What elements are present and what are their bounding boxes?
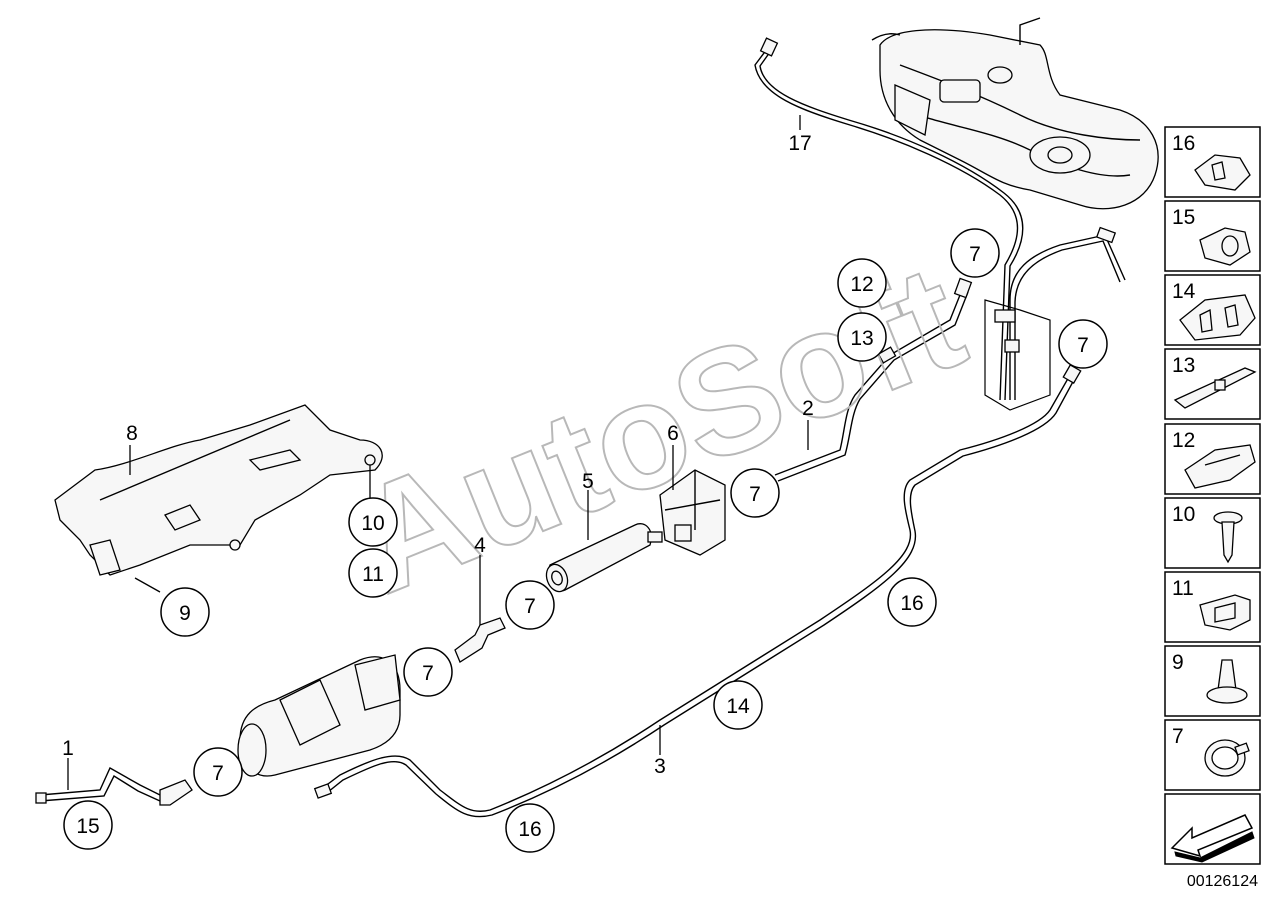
callout-4: 4 (474, 534, 486, 557)
underbody-shield-8 (54, 404, 383, 576)
callout-7-c: 7 (730, 468, 780, 518)
callout-1-label: 1 (62, 737, 74, 760)
legend-item-10-label: 10 (1172, 503, 1195, 526)
callout-7-e-label: 7 (422, 662, 434, 685)
callout-10: 10 (348, 497, 398, 547)
legend-item-9-label: 9 (1172, 651, 1184, 674)
callout-14: 14 (713, 680, 763, 730)
callout-5-label: 5 (582, 470, 594, 493)
view-arrow-icon (1170, 814, 1254, 858)
fuel-line-17 (754, 37, 1024, 401)
callout-3: 3 (654, 755, 666, 778)
callout-7-b: 7 (1058, 319, 1108, 369)
fuel-line-2 (774, 277, 973, 482)
legend-item-10[interactable]: 10 (1164, 497, 1261, 569)
callout-15-label: 15 (76, 815, 99, 838)
callout-3-label: 3 (654, 755, 666, 778)
callout-9: 9 (160, 587, 210, 637)
callout-16-b-label: 16 (518, 818, 541, 841)
legend-item-15-label: 15 (1172, 206, 1195, 229)
callout-16-a-label: 16 (900, 592, 923, 615)
callout-10-label: 10 (361, 512, 384, 535)
fuel-tank-illustration (871, 17, 1159, 210)
screw-shank-icon (1221, 521, 1235, 564)
callout-9-label: 9 (179, 602, 191, 625)
callout-7-d-label: 7 (524, 595, 536, 618)
legend-item-7-label: 7 (1172, 725, 1184, 748)
callout-7-a: 7 (950, 228, 1000, 278)
callout-13-label: 13 (850, 327, 873, 350)
parts-legend-sidebar: 16 15 14 13 12 (1164, 126, 1261, 865)
fuel-line-return-upper (1009, 226, 1126, 400)
callouts: 17 12 13 7 7 2 6 7 5 (62, 132, 1108, 853)
callout-11-label: 11 (362, 563, 384, 586)
legend-item-12-label: 12 (1172, 429, 1195, 452)
legend-item-12[interactable]: 12 (1164, 423, 1261, 495)
callout-7-f: 7 (193, 747, 243, 797)
clip-hole-icon (1221, 235, 1239, 257)
legend-item-13[interactable]: 13 (1164, 348, 1261, 420)
callout-16-b: 16 (505, 803, 555, 853)
callout-8-label: 8 (126, 422, 138, 445)
callout-4-label: 4 (474, 534, 486, 557)
callout-13: 13 (837, 312, 887, 362)
legend-item-13-label: 13 (1172, 354, 1195, 377)
leader-lines (67, 115, 809, 790)
hose-4 (454, 617, 506, 663)
clip-triple-icon (1179, 294, 1256, 341)
callout-14-label: 14 (726, 695, 750, 718)
fuel-pump-bracket-6 (659, 469, 726, 556)
mount-base-icon (1206, 686, 1248, 704)
legend-item-11-label: 11 (1172, 577, 1194, 600)
clip-double-icon (1194, 154, 1251, 191)
callout-6: 6 (667, 422, 679, 445)
callout-2-label: 2 (802, 397, 814, 420)
callout-7-d: 7 (505, 580, 555, 630)
callout-7-b-label: 7 (1077, 334, 1089, 357)
callout-17: 17 (788, 132, 811, 155)
legend-item-view-arrow[interactable] (1164, 793, 1261, 865)
callout-1: 1 (62, 737, 74, 760)
callout-5: 5 (582, 470, 594, 493)
fuel-line-3 (313, 364, 1082, 818)
hose-1 (35, 767, 193, 806)
legend-item-14[interactable]: 14 (1164, 274, 1261, 346)
clip-nut-icon (1199, 594, 1251, 631)
callout-12-label: 12 (850, 273, 873, 296)
legend-item-14-label: 14 (1172, 280, 1196, 303)
callout-6-label: 6 (667, 422, 679, 445)
legend-item-9[interactable]: 9 (1164, 645, 1261, 717)
callout-7-f-label: 7 (212, 762, 224, 785)
callout-7-e: 7 (403, 647, 453, 697)
legend-item-16-label: 16 (1172, 132, 1195, 155)
clip-holder-icon (1184, 444, 1256, 489)
callout-8: 8 (126, 422, 138, 445)
callout-15: 15 (63, 800, 113, 850)
legend-item-16[interactable]: 16 (1164, 126, 1261, 198)
callout-2: 2 (802, 397, 814, 420)
watermark-text: AutoSoft (334, 232, 984, 625)
callout-7-c-label: 7 (749, 483, 761, 506)
charcoal-canister (237, 654, 401, 777)
legend-item-7[interactable]: 7 (1164, 719, 1261, 791)
callout-7-a-label: 7 (969, 243, 981, 266)
legend-item-11[interactable]: 11 (1164, 571, 1261, 643)
callout-16-a: 16 (887, 577, 937, 627)
legend-item-15[interactable]: 15 (1164, 200, 1261, 272)
bracket-sheet (984, 299, 1051, 411)
bracket-clip-icon (1214, 379, 1226, 391)
fuel-filter-5 (545, 523, 663, 593)
diagram-code: 00126124 (1187, 873, 1258, 890)
callout-12: 12 (837, 258, 887, 308)
callout-11: 11 (348, 548, 398, 598)
callout-17-label: 17 (788, 132, 811, 155)
